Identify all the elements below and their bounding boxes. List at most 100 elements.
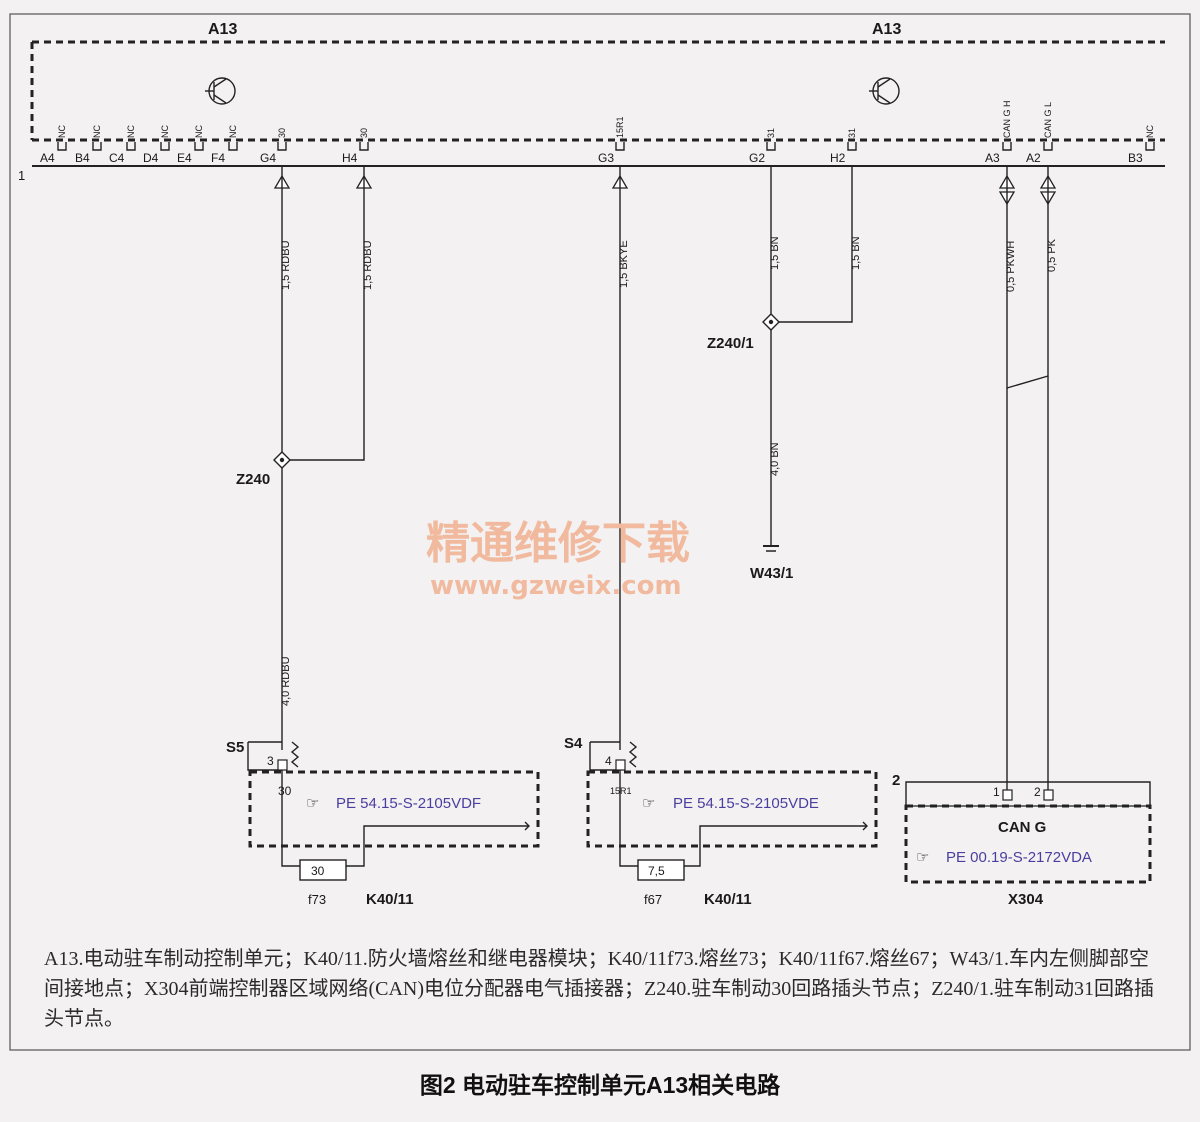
pin-label-4: 4 <box>605 754 612 768</box>
pin-signal-label: 31 <box>847 128 857 138</box>
pin-id-label: D4 <box>143 151 159 165</box>
wiring <box>281 166 1049 790</box>
pin-id-label: G3 <box>598 151 614 165</box>
figure-caption: 图2 电动驻车控制单元A13相关电路 <box>419 1072 781 1098</box>
frame-number: 1 <box>18 168 25 183</box>
fuse-box-right: S4 4 15R1 ☞ PE 54.15-S-2105VDE 7,5 f67 K… <box>564 735 878 908</box>
pin-id-label: E4 <box>177 151 192 165</box>
reference-link-x304[interactable]: PE 00.19-S-2172VDA <box>946 849 1092 866</box>
wire-label-a2: 0,5 PK <box>1046 238 1058 272</box>
node-label-z2401: Z240/1 <box>707 335 754 352</box>
can-connector-box: 2 1 2 CAN G ☞ PE 00.19-S-2172VDA X304 <box>892 772 1152 908</box>
pin-id-label: C4 <box>109 151 125 165</box>
node-label-w43-1: W43/1 <box>750 565 793 582</box>
can-box-title: CAN G <box>998 819 1046 836</box>
wire-label-z2401-down: 4,0 BN <box>769 442 781 476</box>
figure-border <box>9 13 1191 1051</box>
transistor-icon <box>205 77 236 105</box>
wire-label-a3: 0,5 PKWH <box>1005 241 1017 292</box>
fuse-label-f73: f73 <box>308 892 326 907</box>
transistor-icon <box>869 77 900 105</box>
pin-signal-label: NC <box>1145 125 1155 138</box>
pin-id-label: B3 <box>1128 151 1143 165</box>
pin-signal-label: 31 <box>766 128 776 138</box>
pin-id-label: H4 <box>342 151 358 165</box>
wire-h4 <box>282 166 365 461</box>
pin-id-label: F4 <box>211 151 225 165</box>
wire-label-g3: 1,5 BKYE <box>618 240 630 288</box>
fuse-label-f67: f67 <box>644 892 662 907</box>
pin-id-label: H2 <box>830 151 846 165</box>
pin-id-label: B4 <box>75 151 90 165</box>
wire-label-z240-down: 4,0 RDBU <box>280 656 292 706</box>
pin-row: NCA4NCB4NCC4NCD4NCE4NCF430G430H415R1G331… <box>40 100 1155 206</box>
legend-text: A13.电动驻车制动控制单元；K40/11.防火墙熔丝和继电器模块；K40/11… <box>44 948 1154 1030</box>
switch-label-s5: S5 <box>226 739 244 756</box>
pin-label-2: 2 <box>1034 785 1041 799</box>
pin-signal-label: CAN G L <box>1043 102 1053 138</box>
pin-signal-label: NC <box>228 125 238 138</box>
splice-node-icon <box>762 313 780 331</box>
pin-signal-label: NC <box>92 125 102 138</box>
switch-label-s4: S4 <box>564 735 583 752</box>
reference-pointer-icon: ☞ <box>306 795 319 812</box>
pin-label-3: 3 <box>267 754 274 768</box>
pin-id-label: A4 <box>40 151 55 165</box>
fuse-icon <box>637 859 685 881</box>
module-label-k40-11-right: K40/11 <box>704 891 752 908</box>
connector-label-x304: X304 <box>1008 891 1044 908</box>
ground-icon <box>763 545 779 552</box>
pin-signal-30: 30 <box>278 784 292 798</box>
reference-link-s4[interactable]: PE 54.15-S-2105VDE <box>673 795 819 812</box>
wire-h2 <box>771 166 853 323</box>
fuse-icon <box>299 859 347 881</box>
pin-signal-label: NC <box>194 125 204 138</box>
pin-signal-15r1: 15R1 <box>610 786 632 796</box>
reference-pointer-icon: ☞ <box>916 849 929 866</box>
wire-label-h2: 1,5 BN <box>850 236 862 270</box>
pin-id-label: A3 <box>985 151 1000 165</box>
module-label-left: A13 <box>208 21 237 38</box>
pin-signal-label: NC <box>160 125 170 138</box>
pin-id-label: G2 <box>749 151 765 165</box>
frame-number-2: 2 <box>892 772 900 789</box>
fuse-value-30: 30 <box>311 864 325 878</box>
node-label-z240: Z240 <box>236 471 270 488</box>
pin-id-label: G4 <box>260 151 276 165</box>
reference-link-s5[interactable]: PE 54.15-S-2105VDF <box>336 795 481 812</box>
pin-signal-label: 15R1 <box>615 116 625 138</box>
wire-label-h4: 1,5 RDBU <box>362 240 374 290</box>
pin-signal-label: NC <box>57 125 67 138</box>
fuse-value-7-5: 7,5 <box>648 864 665 878</box>
module-label-right: A13 <box>872 21 901 38</box>
module-a13-outline <box>30 40 1165 142</box>
pin-a3: CAN G H A3 <box>985 100 1016 206</box>
pin-signal-label: CAN G H <box>1002 100 1012 138</box>
pin-signal-label: 30 <box>359 128 369 138</box>
watermark-url: www.gzweix.com <box>430 571 682 601</box>
fuse-box-left: S5 3 30 ☞ PE 54.15-S-2105VDF 30 f73 K40/… <box>226 739 540 908</box>
watermark-text: 精通维修下载 <box>426 518 690 569</box>
pin-id-label: A2 <box>1026 151 1041 165</box>
pin-a2: CAN G L A2 <box>1026 102 1057 206</box>
pin-label-1: 1 <box>993 785 1000 799</box>
module-label-k40-11-left: K40/11 <box>366 891 414 908</box>
pin-signal-label: 30 <box>277 128 287 138</box>
pin-signal-label: NC <box>126 125 136 138</box>
splice-node-icon <box>273 451 291 469</box>
wire-label-g2: 1,5 BN <box>769 236 781 270</box>
wire-a3-pair <box>1006 166 1049 389</box>
